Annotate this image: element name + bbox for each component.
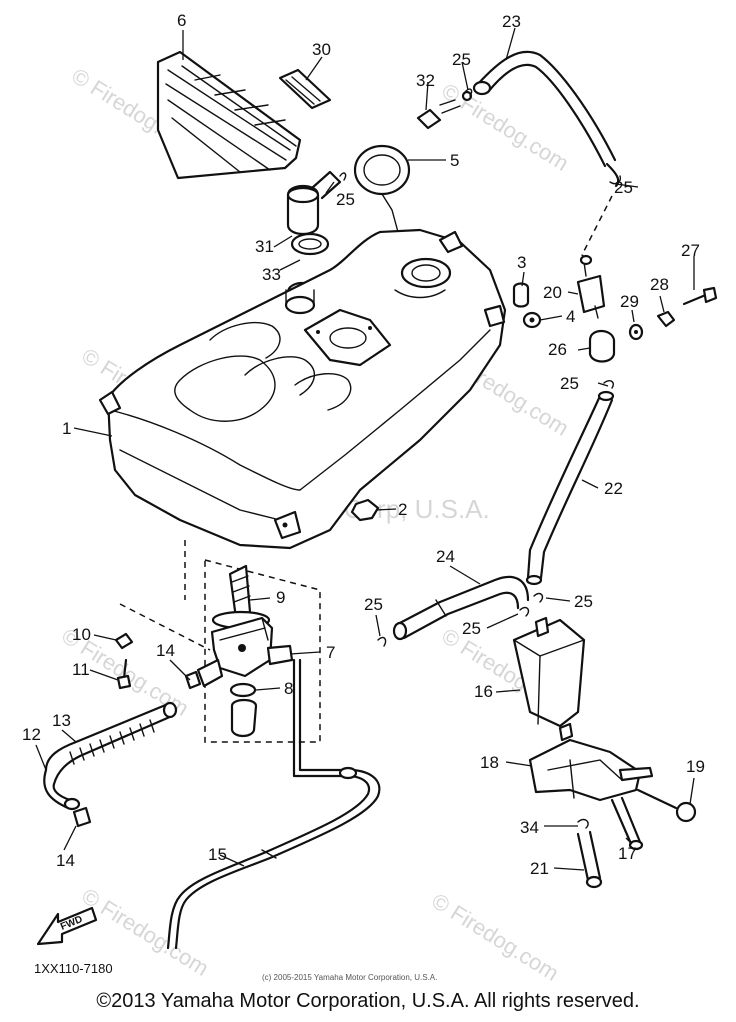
callout-21: 21 [530,859,549,878]
callout-25e: 25 [574,592,593,611]
callout-17: 17 [618,844,637,863]
callout-2: 2 [398,500,407,519]
callout-4: 4 [566,307,575,326]
callout-25g: 25 [462,619,481,638]
part-small-hardware-right [512,254,718,363]
callout-25a: 25 [452,50,471,69]
callout-1: 1 [62,419,71,438]
drawing-number: 1XX110-7180 [34,961,113,976]
small-copyright: (c) 2005-2015 Yamaha Motor Corporation, … [262,973,437,982]
watermark-site: © Firedog.com [427,888,563,986]
callout-16: 16 [474,682,493,701]
part-nut [350,498,380,522]
callout-22: 22 [604,479,623,498]
callout-8: 8 [284,679,293,698]
callout-28: 28 [650,275,669,294]
callout-29: 29 [620,292,639,311]
part-hose-clips-mid [377,380,614,647]
callout-18: 18 [480,753,499,772]
callout-9: 9 [276,588,285,607]
callout-26: 26 [548,340,567,359]
callout-12: 12 [22,725,41,744]
callout-10: 10 [72,625,91,644]
part-fuel-tank [98,228,507,550]
part-breather-hose-upper [472,50,620,188]
callout-33: 33 [262,265,281,284]
callout-24: 24 [436,547,455,566]
callout-34: 34 [520,818,539,837]
callout-31: 31 [255,237,274,256]
part-canister-bracket [528,738,697,889]
part-canister [512,616,586,742]
callout-5: 5 [450,151,459,170]
callout-13: 13 [52,711,71,730]
callout-25c: 25 [614,178,633,197]
part-fuel-cap [353,90,473,249]
footer-copyright: ©2013 Yamaha Motor Corporation, U.S.A. A… [96,990,640,1012]
part-hose-24 [392,575,530,641]
part-overflow-hose [166,658,381,950]
callout-32: 32 [416,71,435,90]
part-emblem [278,68,332,110]
callout-25b: 25 [336,190,355,209]
callout-7: 7 [326,643,335,662]
part-hose-22 [525,390,615,586]
callout-30: 30 [312,40,331,59]
callout-14a: 14 [156,641,175,660]
part-hose-clips [339,88,622,185]
callout-25f: 25 [364,595,383,614]
part-heat-shield [156,50,302,180]
callout-labels: 1 2 3 4 5 6 7 8 9 10 11 12 13 14 14 15 1… [22,11,705,878]
callout-23: 23 [502,12,521,31]
callout-15: 15 [208,845,227,864]
callout-14b: 14 [56,851,75,870]
callout-27: 27 [681,241,700,260]
callout-11: 11 [72,660,90,679]
callout-20: 20 [543,283,562,302]
leader-lines [35,27,695,871]
fwd-arrow: FWD [36,906,98,946]
callout-3: 3 [517,253,526,272]
part-screws [114,632,134,690]
callout-25d: 25 [560,374,579,393]
callout-6: 6 [177,11,186,30]
part-fuel-cock [119,540,321,743]
callout-19: 19 [686,757,705,776]
